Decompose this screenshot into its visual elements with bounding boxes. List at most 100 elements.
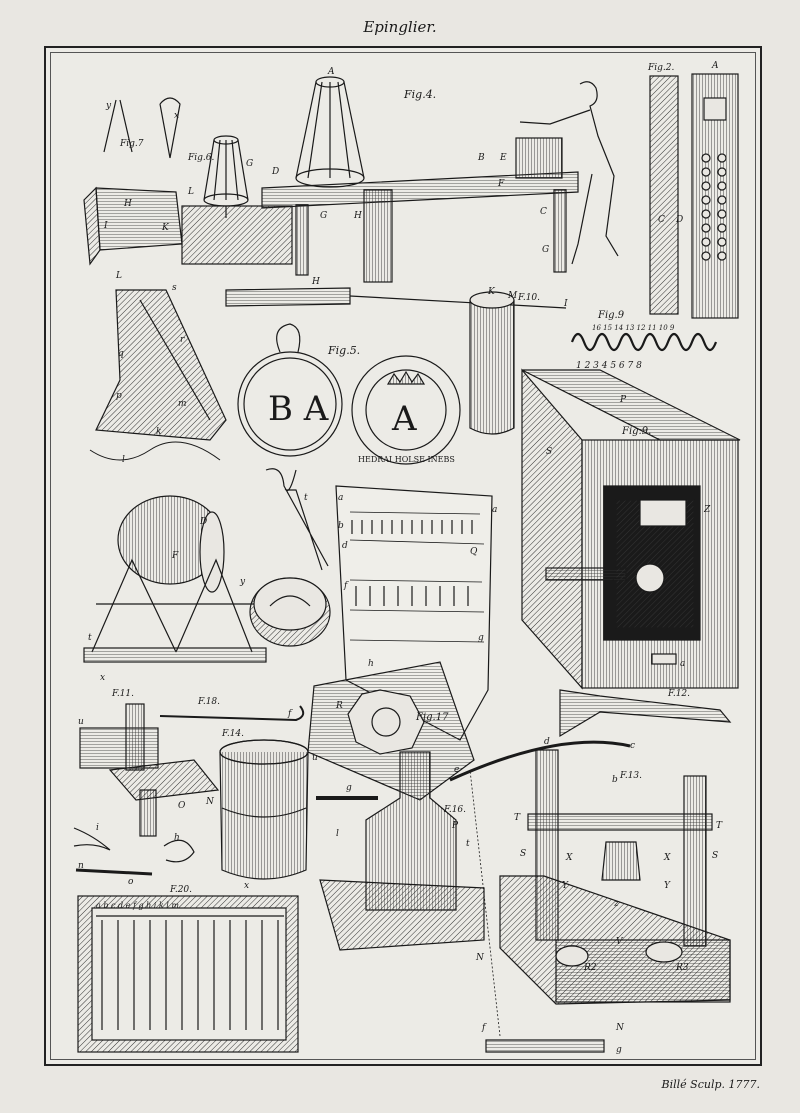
fig6-caption: Fig.6. — [187, 153, 214, 163]
label-P: P — [619, 395, 627, 405]
label-E: E — [499, 153, 507, 163]
coil-scale-bottom: 1 2 3 4 5 6 7 8 — [576, 361, 642, 371]
label-S-press-left: S — [520, 849, 526, 859]
label-F-wheel: F — [171, 551, 179, 561]
fig9-coil-caption: Fig.9 — [597, 310, 625, 321]
label-G-leg: G — [542, 245, 549, 255]
label-V: V — [616, 937, 624, 947]
fig20-pin-frame — [77, 895, 299, 1053]
label-x-fig7: x — [174, 111, 179, 121]
label-D-fig2: D — [675, 215, 683, 225]
label-e-press: e — [454, 765, 459, 775]
seal-left-letters: B A — [268, 389, 329, 429]
label-f-paper: f — [343, 581, 349, 591]
label-I: I — [103, 221, 108, 231]
fig2-caption: Fig.2. — [647, 63, 674, 73]
fig17-caption: Fig.17 — [415, 712, 449, 723]
label-i: i — [96, 823, 99, 833]
fig20-caption: F.20. — [169, 885, 192, 895]
label-g-paper: g — [478, 633, 484, 643]
label-O: O — [178, 801, 186, 811]
label-S: S — [546, 447, 552, 457]
fig10-rod — [225, 287, 567, 435]
fig9-furnace — [521, 368, 741, 690]
fig-bucket — [219, 739, 309, 880]
label-d-press: d — [544, 737, 550, 747]
label-a-furnace: a — [680, 659, 685, 669]
coil-scale-top: 16 15 14 13 12 11 10 9 — [592, 324, 675, 332]
fig1-perforated-board — [691, 73, 739, 319]
label-a-paper: a — [338, 493, 343, 503]
label-l: l — [336, 829, 339, 839]
label-b-paper: b — [338, 521, 344, 531]
label-B: B — [477, 153, 485, 163]
fig-pedal-f — [469, 769, 605, 1053]
label-I-rod: I — [563, 299, 568, 309]
label-H: H — [123, 199, 132, 209]
fig18-wire — [159, 705, 305, 722]
label-g-pedal: g — [616, 1045, 622, 1055]
label-S-press-right: S — [712, 851, 718, 861]
label-Y-left: Y — [562, 881, 569, 891]
fig-lid — [249, 577, 331, 647]
seal-right-letter: A — [391, 399, 417, 439]
fig-rod-n — [75, 868, 153, 876]
fig5-seal-left — [237, 323, 343, 457]
fig17-cloth-stamp — [307, 661, 475, 801]
frame-row-letters: a b c d e f g h i k l m — [96, 901, 179, 910]
label-L: L — [187, 187, 194, 197]
fig9-furnace-caption: Fig.9. — [621, 426, 651, 437]
label-x-bucket: x — [244, 881, 249, 891]
fig-block-hik — [83, 186, 293, 266]
fig-pin-heading-frame — [89, 289, 227, 461]
label-Q: Q — [470, 547, 478, 557]
fig5-caption: Fig.5. — [327, 344, 360, 357]
fig14-caption: F.14. — [221, 729, 244, 739]
label-P-paddle: P — [451, 821, 459, 831]
label-T-furnace: T — [610, 577, 617, 587]
fig-small-tongs-i — [73, 827, 111, 851]
label-X-left: X — [565, 853, 573, 863]
label-x: x — [100, 673, 105, 683]
label-C: C — [540, 207, 547, 217]
label-Y-right: Y — [664, 881, 671, 891]
label-n: n — [78, 861, 84, 871]
fig9-wire-coil — [570, 332, 718, 352]
label-D: D — [271, 167, 279, 177]
label-f-wire: f — [287, 709, 293, 719]
fig16-paddle — [319, 751, 485, 951]
label-K: K — [161, 223, 170, 233]
label-M: M — [507, 291, 518, 301]
label-G: G — [246, 159, 253, 169]
label-K-rod: K — [487, 287, 496, 297]
label-H-bench: H — [353, 211, 362, 221]
plate-title: Epinglier. — [363, 18, 437, 36]
label-l-frame: l — [122, 455, 125, 465]
label-b-press: b — [612, 775, 618, 785]
fig4-caption: Fig.4. — [403, 88, 436, 101]
label-L-block: L — [115, 271, 122, 281]
label-R2: R2 — [583, 963, 597, 973]
fig4-workbench — [261, 76, 619, 283]
label-y-wheel: y — [239, 577, 246, 587]
label-r: r — [180, 335, 185, 345]
label-y: y — [105, 101, 112, 111]
label-u-bucket: u — [312, 753, 318, 763]
label-m: m — [178, 399, 187, 409]
label-u: u — [78, 717, 84, 727]
fig11-device — [79, 703, 220, 837]
label-G-bench: G — [320, 211, 327, 221]
label-H-rod: H — [311, 277, 320, 287]
label-k: k — [156, 427, 161, 437]
label-R: R — [335, 701, 343, 711]
fig-winding-machine — [83, 495, 267, 663]
fig12-caption: F.12. — [667, 689, 690, 699]
fig18-caption: F.18. — [197, 697, 220, 707]
fig13-press — [449, 740, 731, 1005]
label-z: z — [613, 899, 619, 909]
label-N-press: N — [615, 1023, 625, 1033]
plate-inner-border — [50, 52, 756, 1060]
label-o: o — [128, 877, 134, 887]
label-t-paddle: t — [466, 839, 470, 849]
